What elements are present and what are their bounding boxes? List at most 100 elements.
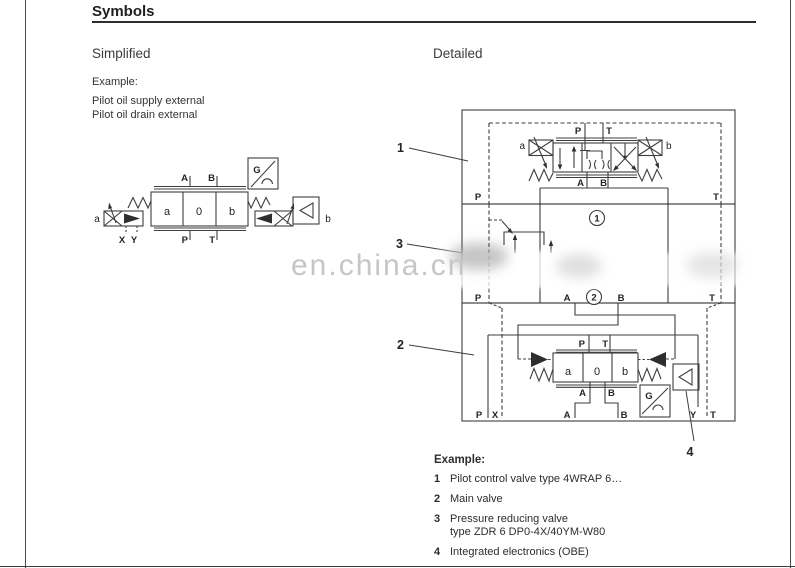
legend-item-4: 4 Integrated electronics (OBE) bbox=[434, 546, 764, 558]
port-label-B: B bbox=[208, 173, 215, 184]
circled-2: 2 bbox=[591, 293, 596, 304]
main-position-0: 0 bbox=[594, 366, 600, 378]
flow-arrowhead bbox=[548, 240, 554, 246]
port-label-A: A bbox=[181, 173, 188, 184]
section-heading-simplified: Simplified bbox=[92, 46, 151, 61]
example-label: Example: bbox=[92, 76, 138, 88]
legend-item-number: 2 bbox=[434, 493, 441, 505]
electronics-box-icon: G bbox=[247, 157, 279, 190]
port-label-P: P bbox=[182, 235, 189, 246]
pilot-solenoid-a-label: a bbox=[519, 141, 525, 152]
position-label-0: 0 bbox=[196, 206, 202, 218]
position-label-a: a bbox=[164, 206, 171, 218]
pilot-solenoid-b-label: b bbox=[666, 141, 672, 152]
bottom-port-T: T bbox=[710, 410, 716, 421]
prop-solenoid-cross-icon bbox=[103, 210, 123, 227]
obe-amplifier-box bbox=[672, 363, 700, 391]
spring-icon bbox=[637, 168, 663, 183]
pilot-port-B: B bbox=[600, 178, 607, 189]
obe-amplifier-box bbox=[292, 196, 320, 225]
simplified-valve-diagram: A B a 0 b P T G a bbox=[94, 157, 331, 246]
prop-solenoid-cross-icon bbox=[273, 210, 293, 227]
pilot-arrowhead bbox=[507, 228, 513, 234]
legend-item-text: Integrated electronics (OBE) bbox=[450, 546, 589, 558]
prop-arrowhead bbox=[542, 162, 547, 169]
callout-2-leader bbox=[408, 344, 475, 356]
main-work-B: B bbox=[608, 388, 615, 399]
main-position-b: b bbox=[622, 366, 628, 378]
main-port-T: T bbox=[602, 339, 608, 350]
page-border-left bbox=[25, 0, 27, 568]
main-position-a: a bbox=[565, 366, 572, 378]
legend-item-2: 2 Main valve bbox=[434, 493, 764, 505]
legend-item-text: Main valve bbox=[450, 493, 503, 505]
spring-icon bbox=[528, 168, 554, 183]
prop-arrowhead bbox=[290, 203, 295, 210]
closed-port-marks bbox=[588, 159, 610, 170]
flow-arrowhead bbox=[512, 234, 518, 240]
bottom-port-P: P bbox=[476, 410, 483, 421]
interface1-T: T bbox=[713, 192, 719, 203]
page-border-right bbox=[790, 0, 792, 568]
interface2-B: B bbox=[618, 293, 625, 304]
circled-1: 1 bbox=[594, 214, 600, 225]
pilot-triangle-icon bbox=[256, 213, 272, 224]
main-work-A: A bbox=[579, 388, 586, 399]
legend-item-1: 1 Pilot control valve type 4WRAP 6… bbox=[434, 473, 764, 485]
page-title: Symbols bbox=[92, 3, 155, 20]
pilot-port-label-X: X bbox=[119, 235, 126, 246]
main-valve-block: a 0 b P T A B G P X A B bbox=[476, 302, 722, 421]
legend-item-3-line2: type ZDR 6 DP0-4X/40YM-W80 bbox=[450, 526, 606, 538]
pilot-port-A: A bbox=[577, 178, 584, 189]
page-border-bottom bbox=[0, 565, 795, 567]
bottom-port-Y: Y bbox=[690, 410, 697, 421]
callouts: 1 3 2 4 bbox=[396, 141, 695, 459]
legend-title: Example: bbox=[434, 454, 486, 466]
port-label-T: T bbox=[209, 235, 215, 246]
position-label-b: b bbox=[229, 206, 235, 218]
flow-arrowhead bbox=[613, 165, 619, 171]
legend: Example: 1 Pilot control valve type 4WRA… bbox=[434, 454, 764, 566]
prop-arrowhead bbox=[655, 162, 659, 169]
simplified-subplate-bottom: P T bbox=[154, 227, 246, 246]
interface2-P: P bbox=[475, 293, 482, 304]
callout-4: 4 bbox=[687, 445, 694, 459]
g-label: G bbox=[645, 391, 652, 402]
legend-item-number: 4 bbox=[434, 546, 441, 558]
pilot-valve-block: P T a b A B bbox=[475, 122, 722, 204]
legend-item-3: 3 Pressure reducing valve bbox=[434, 513, 764, 525]
bottom-port-X: X bbox=[492, 410, 499, 421]
legend-item-text: Pilot control valve type 4WRAP 6… bbox=[450, 473, 623, 485]
main-electronics-box: G bbox=[639, 384, 671, 418]
prop-arrowhead bbox=[108, 202, 112, 210]
bottom-port-B: B bbox=[621, 410, 628, 421]
pilot-port-label-Y: Y bbox=[131, 235, 138, 246]
pilot-triangle-icon bbox=[531, 352, 548, 367]
spring-icon bbox=[127, 196, 152, 210]
reducing-valve-bracket bbox=[503, 231, 545, 245]
callout-4-leader bbox=[685, 390, 695, 442]
pilot-triangle-icon bbox=[649, 352, 666, 367]
spring-icon bbox=[529, 366, 554, 383]
left-solenoid-actuator: a X Y bbox=[94, 196, 152, 246]
callout-1-leader bbox=[408, 147, 469, 162]
title-rule bbox=[92, 21, 756, 23]
prop-solenoid-cross-icon bbox=[528, 139, 554, 156]
watermark-text: en.china.cn bbox=[291, 249, 467, 282]
callout-2: 2 bbox=[397, 338, 404, 352]
pilot-port-P: P bbox=[575, 126, 582, 137]
g-label: G bbox=[253, 165, 260, 176]
simplified-valve-body: a 0 b bbox=[150, 191, 249, 227]
example-line-1: Pilot oil supply external bbox=[92, 95, 205, 107]
main-port-P: P bbox=[579, 339, 586, 350]
callout-1: 1 bbox=[397, 141, 404, 155]
bottom-port-A: A bbox=[564, 410, 571, 421]
solenoid-a-label: a bbox=[94, 214, 100, 225]
solenoid-b-label: b bbox=[325, 214, 331, 225]
legend-item-text: Pressure reducing valve bbox=[450, 513, 569, 525]
callout-3: 3 bbox=[396, 237, 403, 251]
legend-item-number: 3 bbox=[434, 513, 441, 525]
pilot-triangle-icon bbox=[124, 213, 140, 224]
example-line-2: Pilot oil drain external bbox=[92, 109, 198, 121]
